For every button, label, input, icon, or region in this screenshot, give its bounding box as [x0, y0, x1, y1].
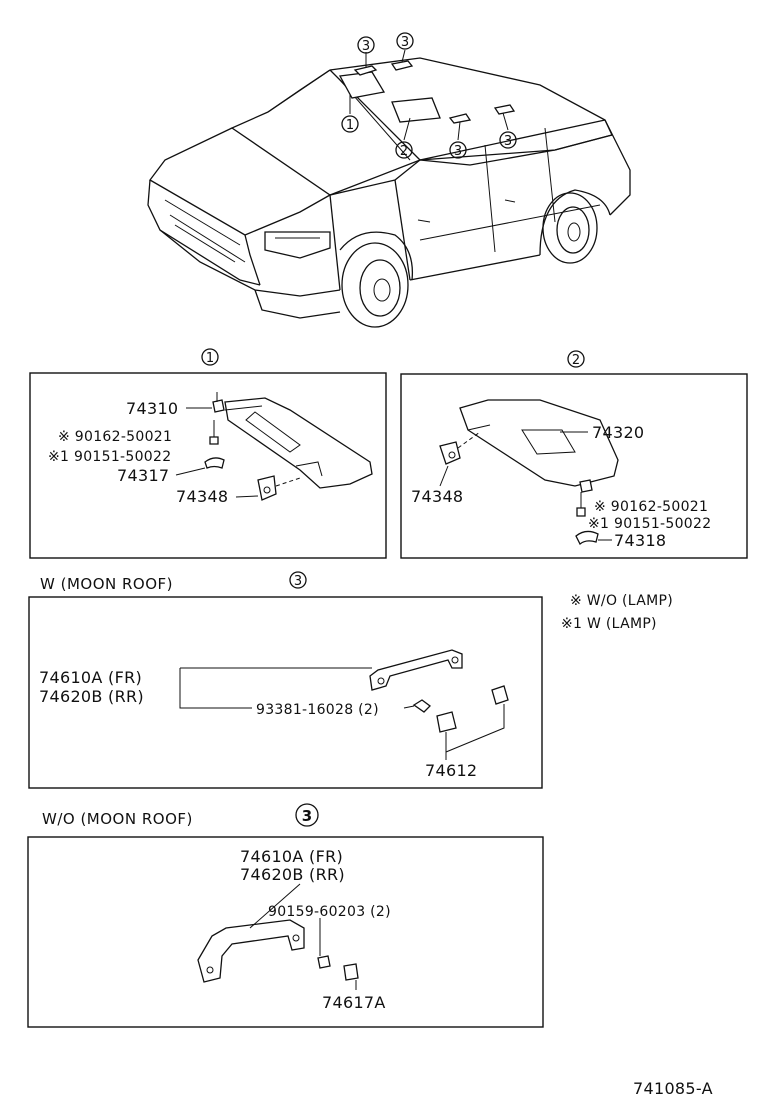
assist-grip-moon-roof [369, 649, 463, 691]
label-74620b-rr: 74620B (RR) [39, 687, 144, 706]
legend-w-lamp: ※1 W (LAMP) [561, 616, 657, 632]
label-93381-16028: 93381-16028 (2) [256, 702, 379, 718]
label-74318: 74318 [614, 531, 666, 550]
panel-2-callout: 2 [567, 350, 585, 368]
assist-grip-no-moon-roof [197, 919, 305, 983]
label-90162-50021-right: ※ 90162-50021 [594, 499, 708, 515]
grip-clip-icon [412, 699, 431, 713]
grip-cover-74612 [436, 685, 509, 733]
label-74610a-fr: 74610A (FR) [39, 668, 142, 687]
visor-pivot-right [576, 479, 593, 517]
svg-text:2: 2 [400, 144, 408, 159]
label-74620b-rr-2: 74620B (RR) [240, 865, 345, 884]
svg-text:3: 3 [401, 35, 409, 50]
panel-3-callout: 3 [289, 571, 307, 589]
label-74320: 74320 [592, 423, 644, 442]
label-90162-50021: ※ 90162-50021 [58, 429, 172, 445]
label-74348-right: 74348 [411, 487, 463, 506]
label-74317: 74317 [117, 466, 169, 485]
label-90151-50022-right: ※1 90151-50022 [588, 516, 711, 532]
svg-text:2: 2 [572, 353, 580, 368]
visor-pivot-bracket [212, 392, 225, 413]
label-74612: 74612 [425, 761, 477, 780]
car-illustration [147, 49, 631, 328]
visor-hook-74317 [204, 457, 225, 469]
sun-visor-74320 [459, 399, 619, 487]
svg-text:3: 3 [294, 574, 302, 589]
svg-text:3: 3 [302, 807, 312, 825]
visor-holder-74348 [257, 475, 301, 501]
panel-4-callout: 3 [295, 803, 319, 827]
grip-screw-icon [317, 955, 331, 969]
visor-holder-74348-right [439, 431, 481, 465]
svg-text:1: 1 [206, 351, 214, 366]
label-74310: 74310 [126, 399, 178, 418]
car-callout-1: 1 [341, 115, 359, 133]
label-74610a-fr-2: 74610A (FR) [240, 847, 343, 866]
car-callout-3a: 3 [357, 36, 375, 54]
svg-text:1: 1 [346, 118, 354, 133]
panel-4-box [27, 836, 544, 1028]
grip-cover-74617a [343, 963, 359, 981]
visor-hook-74318 [575, 530, 599, 546]
sun-visor-74310 [224, 397, 373, 489]
car-callout-3c: 3 [449, 141, 467, 159]
car-callout-2: 2 [395, 141, 413, 159]
panel-1-box [29, 372, 387, 559]
figure-code: 741085-A [633, 1079, 713, 1098]
panel-3-box [28, 596, 543, 789]
svg-text:3: 3 [362, 39, 370, 54]
label-74348-left: 74348 [176, 487, 228, 506]
panel-1-callout: 1 [201, 348, 219, 366]
label-90151-50022: ※1 90151-50022 [48, 449, 171, 465]
panel-2-box [400, 373, 748, 559]
label-90159-60203: 90159-60203 (2) [268, 904, 391, 920]
screw-icon [209, 420, 219, 445]
svg-text:3: 3 [504, 134, 512, 149]
legend-wo-lamp: ※ W/O (LAMP) [570, 593, 673, 609]
panel-4-title: W/O (MOON ROOF) [42, 810, 193, 828]
svg-text:3: 3 [454, 144, 462, 159]
car-callout-3d: 3 [499, 131, 517, 149]
panel-3-title: W (MOON ROOF) [40, 575, 173, 593]
label-74617a: 74617A [322, 993, 386, 1012]
car-callout-3b: 3 [396, 32, 414, 50]
